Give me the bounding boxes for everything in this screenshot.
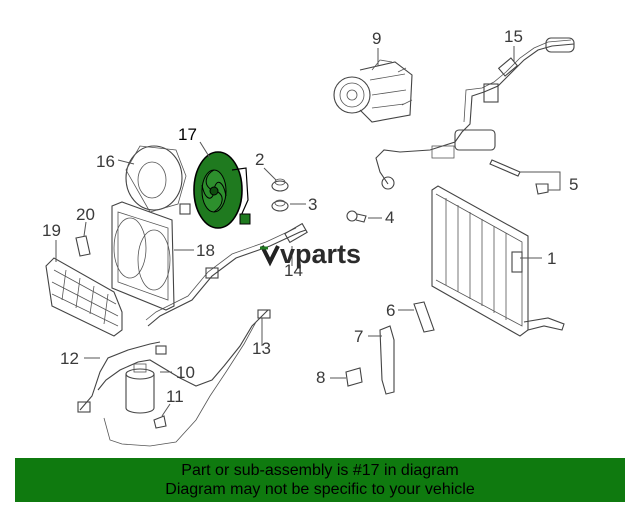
fan-frame-part[interactable] [111, 201, 175, 311]
callout-3: 3 [308, 195, 317, 214]
watermark-text: vparts [280, 239, 361, 269]
callout-5: 5 [569, 175, 578, 194]
refrigerant-hose-part[interactable] [375, 37, 575, 190]
bracket-part[interactable] [75, 235, 91, 257]
banner-line-1: Part or sub-assembly is #17 in diagram [181, 462, 459, 479]
info-banner: Part or sub-assembly is #17 in diagram D… [15, 458, 625, 502]
callout-18: 18 [196, 241, 215, 260]
suction-line-part[interactable] [77, 341, 161, 413]
callout-1: 1 [547, 249, 556, 268]
pressure-line-part[interactable] [145, 222, 308, 327]
callout-4: 4 [385, 208, 394, 227]
vparts-logo: vparts [260, 239, 361, 269]
callout-10: 10 [176, 363, 195, 382]
callout-9: 9 [372, 29, 381, 48]
callout-16: 16 [96, 152, 115, 171]
grille-part[interactable] [45, 257, 123, 337]
callout-20: 20 [76, 205, 95, 224]
seal-part[interactable] [271, 199, 289, 212]
fan-shroud-part[interactable] [125, 145, 191, 215]
pressure-switch-part[interactable] [346, 210, 367, 223]
callout-8: 8 [316, 368, 325, 387]
callout-15: 15 [504, 27, 523, 46]
liquid-line-part[interactable] [97, 309, 271, 447]
callout-14: 14 [284, 261, 303, 280]
banner-line-2: Diagram may not be specific to your vehi… [165, 481, 475, 498]
support-bracket-part[interactable] [379, 325, 395, 395]
exploded-parts-diagram: 1 2 3 4 5 6 7 8 9 10 11 12 13 14 15 16 1… [42, 27, 578, 447]
grommet-part[interactable] [271, 178, 289, 192]
condenser-part[interactable] [431, 185, 565, 337]
callout-17: 17 [178, 125, 197, 144]
hose-clamp-part[interactable] [489, 159, 549, 195]
callout-13: 13 [252, 339, 271, 358]
callout-19: 19 [42, 221, 61, 240]
mount-plate-part[interactable] [345, 367, 363, 387]
callout-11: 11 [166, 387, 184, 406]
callout-12: 12 [60, 349, 79, 368]
hose-clip-part[interactable] [153, 415, 167, 429]
callout-2: 2 [255, 150, 264, 169]
receiver-drier-part[interactable] [125, 345, 167, 414]
cooling-fan-part-17[interactable] [193, 151, 251, 229]
compressor-part[interactable] [333, 59, 413, 123]
callout-7: 7 [354, 327, 363, 346]
mount-bracket-part[interactable] [413, 301, 435, 333]
callout-6: 6 [386, 301, 395, 320]
